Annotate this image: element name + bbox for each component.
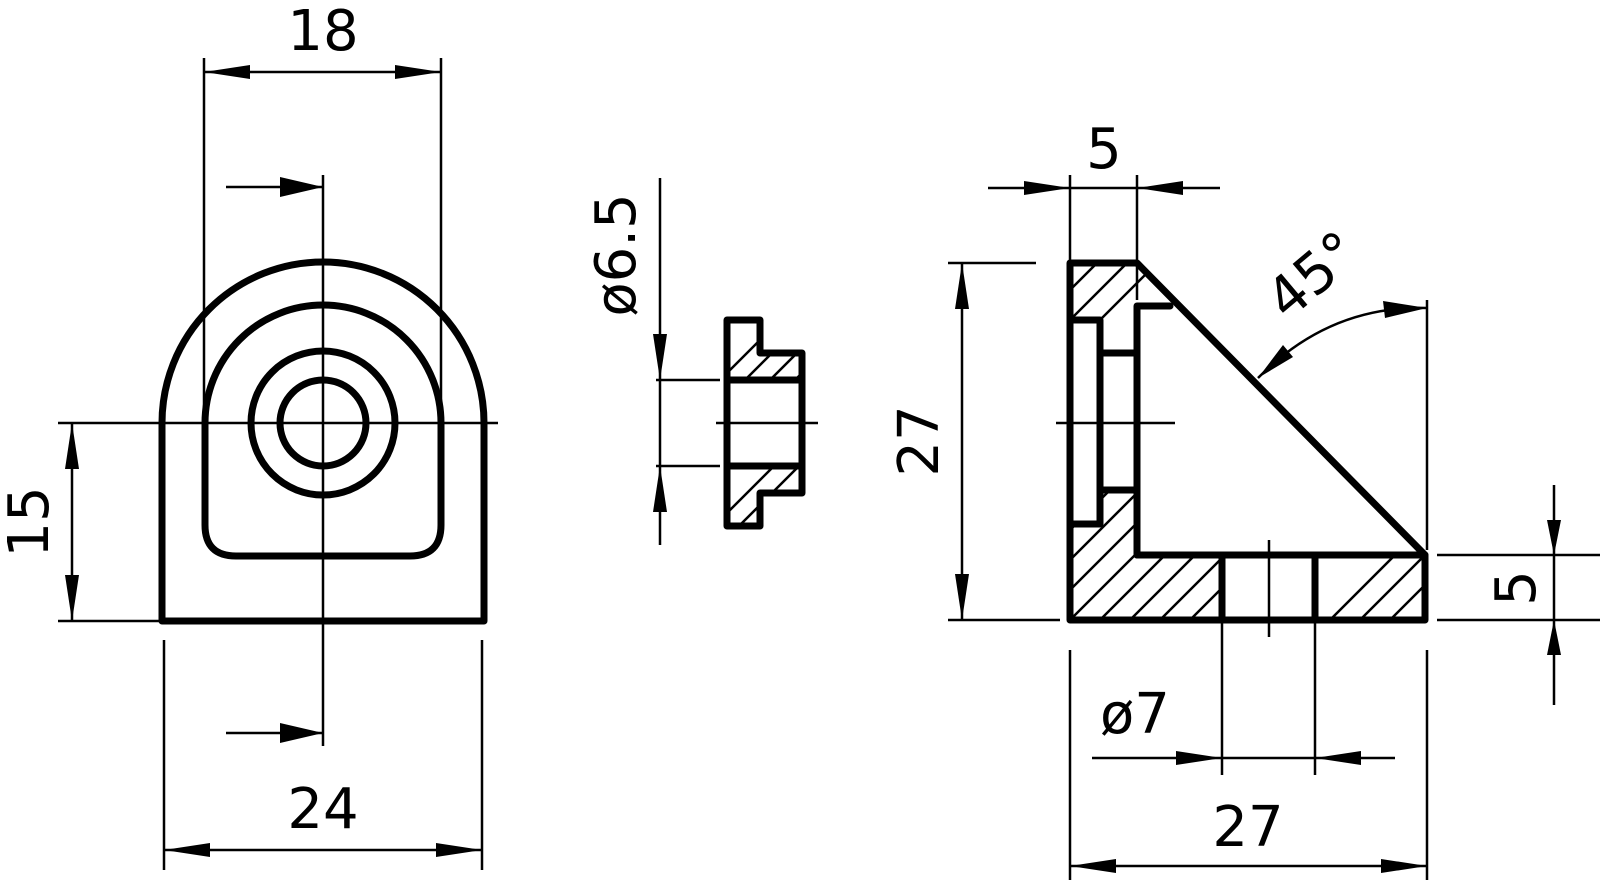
side-section-view: 5 27 45° 5 ø7 27 — [887, 117, 1600, 880]
dim-wall-thickness: 5 — [1086, 117, 1122, 182]
dim-bore-diameter: ø6.5 — [584, 193, 649, 316]
hatch-top — [727, 320, 802, 380]
dim-top-width: 18 — [287, 0, 358, 64]
inner-pocket — [201, 301, 445, 560]
dim-center-height: 15 — [0, 486, 62, 557]
hatch-bottom — [727, 466, 802, 526]
dim-height: 27 — [887, 405, 952, 476]
hatch-right — [1328, 555, 1425, 620]
outer-profile — [158, 258, 488, 625]
dim-bottom-width: 24 — [287, 777, 358, 842]
dim-base-thickness: 5 — [1484, 570, 1549, 606]
front-view: 18 15 24 — [0, 0, 498, 870]
dim-width: 27 — [1212, 795, 1283, 860]
dim-hole-diameter: ø7 — [1100, 682, 1170, 747]
dim-angle: 45° — [1254, 219, 1372, 333]
washer-section: ø6.5 — [584, 178, 818, 545]
